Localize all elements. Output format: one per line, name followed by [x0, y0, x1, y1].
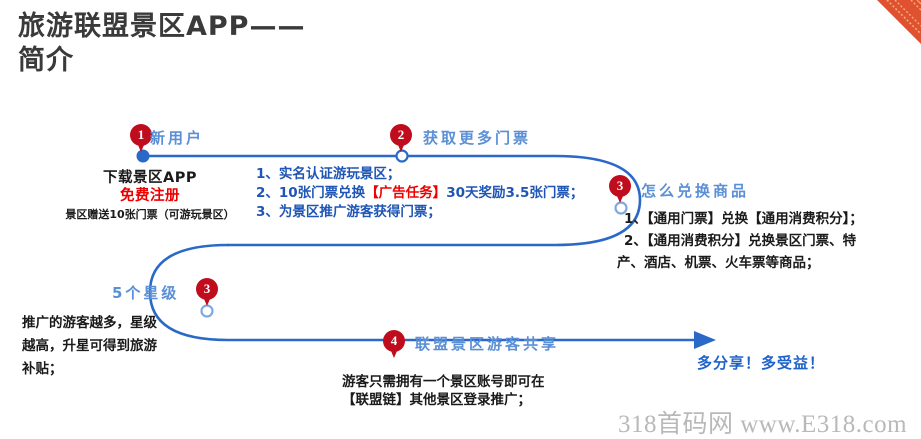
- pin-body: [196, 278, 218, 300]
- slogan-text: 多分享！多受益！: [697, 354, 826, 372]
- node-4-text-line-2: 越高，升星可得到旅游: [22, 338, 157, 354]
- node-5-text-line-1: 游客只需拥有一个景区账号即可在: [342, 374, 545, 390]
- watermark: 318首码网 www.E318.com: [618, 411, 908, 438]
- node-2-text-line-3: 3、为景区推广游客获得门票；: [256, 203, 441, 222]
- node-4-text-line-1: 推广的游客越多，星级: [22, 315, 157, 331]
- node-pin-1[interactable]: 1: [130, 124, 152, 154]
- node-2-line-3-prefix: 3、为景区推广游客获得门票；: [256, 204, 441, 220]
- node-heading-1: 新用户: [150, 129, 205, 147]
- node-dot-1: [136, 149, 150, 163]
- node-4-text-line-3: 补贴；: [22, 361, 63, 377]
- node-2-line-2-highlight: 【广告任务】: [365, 185, 447, 201]
- node-2-line-1-prefix: 1、实名认证游玩景区；: [256, 166, 401, 182]
- node-3-text-line-2: 2、【通用消费积分】兑换景区门票、特: [624, 233, 857, 249]
- node-2-line-2-suffix: 30天奖励3.5张门票；: [446, 185, 584, 201]
- pin-body: [383, 330, 405, 352]
- node-5-text-line-2: 【联盟链】其他景区登录推广；: [342, 392, 531, 408]
- page-title: 旅游联盟景区APP—— 简介: [18, 10, 578, 78]
- node-pin-3[interactable]: 3: [609, 175, 631, 205]
- pin-number: 2: [397, 127, 405, 142]
- pin-body: [609, 175, 631, 197]
- pin-body: [390, 124, 412, 146]
- node-2-text-line-2: 2、10张门票兑换【广告任务】30天奖励3.5张门票；: [256, 184, 583, 203]
- node-2-text-line-1: 1、实名认证游玩景区；: [256, 165, 400, 184]
- node-heading-3: 怎么兑换商品: [641, 182, 750, 200]
- pin-number: 3: [203, 281, 211, 296]
- node-pin-4[interactable]: 3: [196, 278, 218, 308]
- page-title-line-1: 旅游联盟景区APP——: [18, 11, 306, 42]
- node-heading-5: 联盟景区游客共享: [415, 335, 560, 353]
- node-1-text-line-1: 下载景区APP: [103, 170, 197, 186]
- pin-number: 3: [616, 178, 624, 193]
- pin-body: [130, 124, 152, 146]
- node-2-line-2-prefix: 2、10张门票兑换: [256, 185, 366, 201]
- node-pin-5[interactable]: 4: [383, 330, 405, 360]
- node-1-text-line-3: 景区赠送10张门票（可游玩景区）: [65, 208, 235, 221]
- node-3-text-line-3: 产、酒店、机票、火车票等商品；: [617, 255, 820, 271]
- node-heading-2: 获取更多门票: [423, 129, 532, 147]
- page-title-line-2: 简介: [18, 45, 74, 76]
- node-3-text-line-1: 1、【通用门票】兑换【通用消费积分】；: [624, 211, 863, 227]
- node-1-text-line-2: 免费注册: [120, 188, 180, 204]
- arrow-right-icon: [694, 331, 716, 349]
- pin-number: 4: [390, 333, 398, 348]
- pin-number: 1: [137, 127, 145, 142]
- node-heading-4: 5个星级: [112, 284, 180, 302]
- node-pin-2[interactable]: 2: [390, 124, 412, 154]
